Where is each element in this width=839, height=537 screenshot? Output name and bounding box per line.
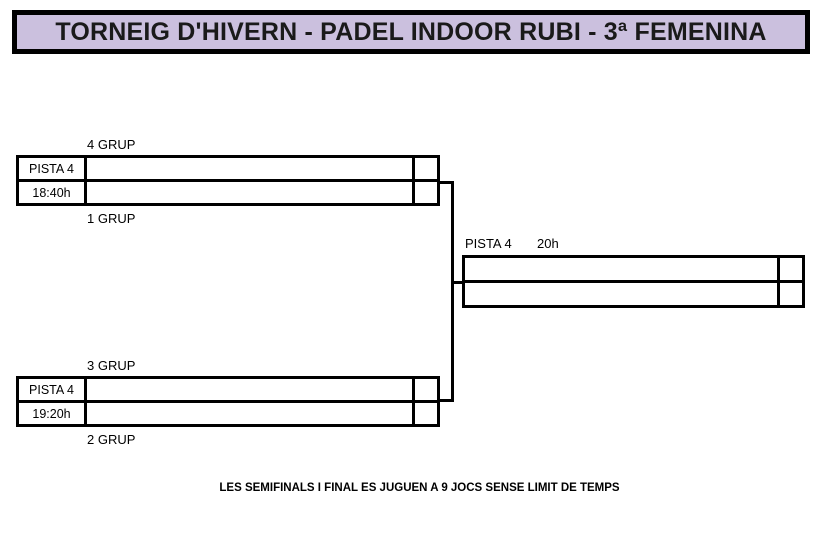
- final-match-box: [462, 255, 805, 308]
- final-team-1[interactable]: [465, 258, 780, 280]
- match-row[interactable]: [465, 280, 802, 305]
- match-row[interactable]: 19:20h: [19, 400, 437, 424]
- semifinal-top-label-above: 4 GRUP: [87, 137, 136, 152]
- semifinal-top-label-below: 1 GRUP: [87, 211, 136, 226]
- semifinal-bottom-match-box: PISTA 4 19:20h: [16, 376, 440, 427]
- match-row[interactable]: 18:40h: [19, 179, 437, 203]
- page-title: TORNEIG D'HIVERN - PADEL INDOOR RUBI - 3…: [55, 17, 767, 46]
- semifinal-top-match-box: PISTA 4 18:40h: [16, 155, 440, 206]
- final-score-1[interactable]: [780, 258, 802, 280]
- semifinal-top-score-2[interactable]: [415, 182, 437, 203]
- tournament-title-banner: TORNEIG D'HIVERN - PADEL INDOOR RUBI - 3…: [12, 10, 810, 54]
- semifinal-top-time: 18:40h: [19, 182, 87, 203]
- semifinal-bottom-team-2[interactable]: [87, 403, 415, 424]
- final-team-2[interactable]: [465, 283, 780, 305]
- connector-top-horizontal: [440, 181, 454, 184]
- semifinal-top-team-1[interactable]: [87, 158, 415, 179]
- semifinal-bottom-team-1[interactable]: [87, 379, 415, 400]
- match-row[interactable]: PISTA 4: [19, 379, 437, 400]
- final-time: 20h: [536, 236, 559, 251]
- semifinal-bottom-label-above: 3 GRUP: [87, 358, 136, 373]
- final-score-2[interactable]: [780, 283, 802, 305]
- match-row[interactable]: [465, 258, 802, 280]
- semifinal-bottom-score-1[interactable]: [415, 379, 437, 400]
- connector-bottom-horizontal: [440, 399, 454, 402]
- footer-note: LES SEMIFINALS I FINAL ES JUGUEN A 9 JOC…: [219, 482, 620, 494]
- semifinal-bottom-court: PISTA 4: [19, 379, 87, 400]
- semifinal-top-score-1[interactable]: [415, 158, 437, 179]
- semifinal-bottom-score-2[interactable]: [415, 403, 437, 424]
- connector-final-horizontal: [451, 281, 465, 284]
- semifinal-bottom-label-below: 2 GRUP: [87, 432, 136, 447]
- match-row[interactable]: PISTA 4: [19, 158, 437, 179]
- final-header-label: PISTA 4 20h: [465, 236, 559, 251]
- semifinal-top-court: PISTA 4: [19, 158, 87, 179]
- connector-vertical-spine: [451, 181, 454, 402]
- semifinal-top-team-2[interactable]: [87, 182, 415, 203]
- semifinal-bottom-time: 19:20h: [19, 403, 87, 424]
- final-court: PISTA 4: [465, 236, 512, 251]
